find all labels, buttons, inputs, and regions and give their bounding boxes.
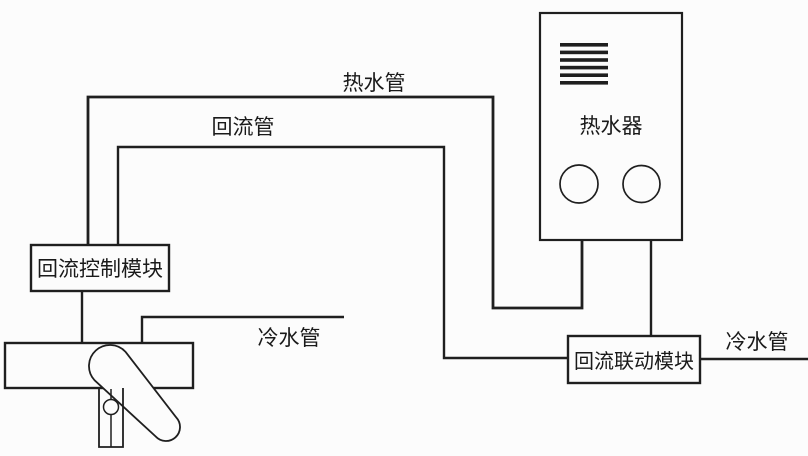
return-pipe-label: 回流管 [212, 115, 275, 139]
return-linkage-module-box [566, 334, 702, 385]
cold-water-pipe-left-line [140, 315, 344, 345]
faucet-valve-circle-icon [102, 398, 120, 416]
hot-water-pipe-label: 热水管 [343, 71, 406, 95]
water-heater-label: 热水器 [580, 114, 643, 138]
hot-water-pipe-line [86, 95, 584, 310]
return-pipe-line [116, 145, 570, 360]
cold-water-pipe-right-label: 冷水管 [726, 330, 789, 354]
return-linkage-module-label: 回流联动模块 [574, 350, 694, 373]
cold-water-pipe-left-label: 冷水管 [258, 326, 321, 350]
faucet-handle-icon [88, 344, 181, 442]
return-control-module-box [29, 243, 171, 293]
heater-vent-grille-icon [560, 43, 608, 85]
heater-knob-left-icon [559, 164, 599, 204]
return-control-module-label: 回流控制模块 [37, 257, 163, 281]
heater-knob-right-icon [622, 164, 661, 204]
